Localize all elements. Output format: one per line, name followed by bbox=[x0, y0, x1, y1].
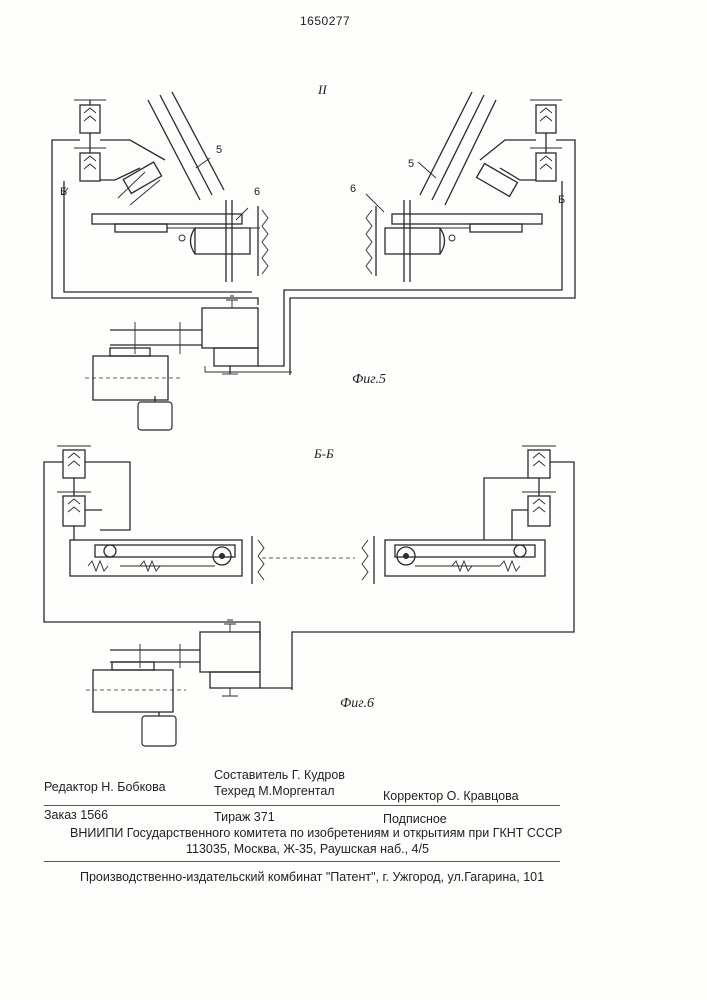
imprint-institute: ВНИИПИ Государственного комитета по изоб… bbox=[70, 826, 562, 840]
imprint-rule-bottom bbox=[44, 861, 560, 862]
imprint-subscription: Подписное bbox=[383, 812, 447, 826]
fig6-caption: Фиг.6 bbox=[340, 696, 374, 712]
imprint-compiler: Составитель Г. Кудров bbox=[214, 768, 345, 782]
imprint-address: 113035, Москва, Ж-35, Раушская наб., 4/5 bbox=[186, 842, 429, 856]
imprint-rule-top bbox=[44, 805, 560, 806]
fig6-section-label: Б-Б bbox=[314, 446, 334, 462]
imprint-circulation: Тираж 371 bbox=[214, 810, 275, 824]
imprint-corrector: Корректор О. Кравцова bbox=[383, 789, 519, 803]
imprint-editor: Редактор Н. Бобкова bbox=[44, 780, 166, 794]
imprint-publisher: Производственно-издательский комбинат "П… bbox=[80, 870, 544, 884]
imprint-techred: Техред М.Моргентал bbox=[214, 784, 335, 798]
imprint-order: Заказ 1566 bbox=[44, 808, 108, 822]
figure-6-drawing bbox=[0, 0, 707, 780]
